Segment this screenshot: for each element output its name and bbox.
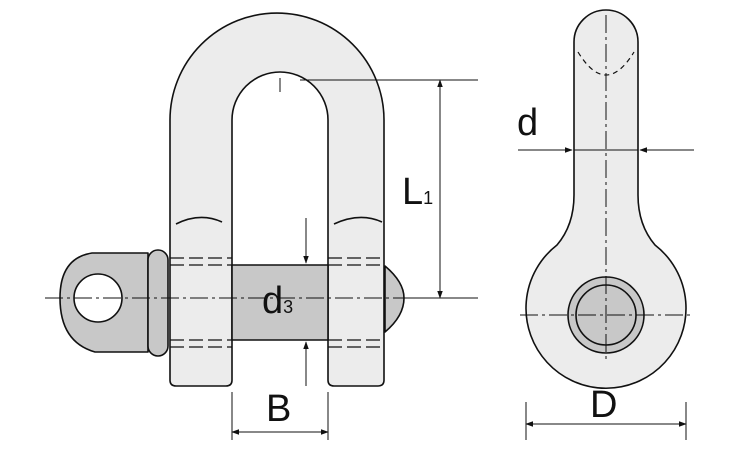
front-centerlines (45, 78, 420, 299)
label-L1-sub: 1 (423, 188, 434, 208)
label-d3: d3 (262, 282, 293, 320)
dimension-B (231, 392, 329, 440)
pin-body (231, 264, 329, 341)
label-L1-main: L (402, 171, 424, 213)
pin-collar (147, 249, 169, 357)
label-d: d (517, 102, 539, 144)
label-L1: L1 (402, 173, 433, 211)
label-d3-sub: 3 (283, 297, 294, 317)
shackle-bow (169, 12, 385, 387)
label-d3-main: d (262, 280, 284, 322)
pin-nut (384, 265, 405, 333)
front-view-shackle (59, 12, 405, 387)
dimension-L1 (300, 79, 478, 299)
label-D: D (590, 384, 618, 426)
dimension-D (525, 402, 687, 440)
label-B: B (266, 388, 292, 430)
